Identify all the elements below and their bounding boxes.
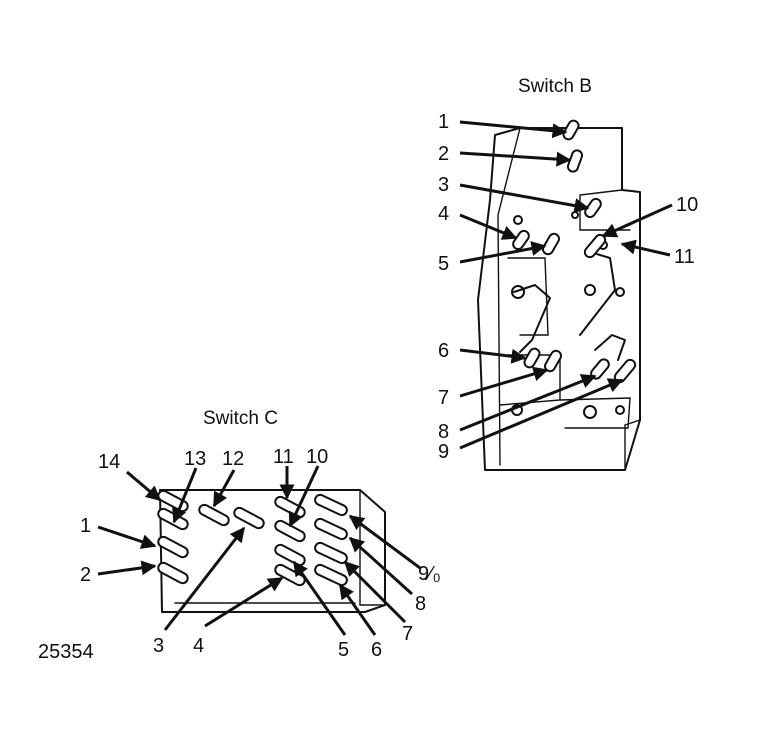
switch-b-labels: 1 2 3 4 5 6 7 8 9 10 11 <box>438 111 698 463</box>
figure-number: 25354 <box>38 641 94 663</box>
switch-c-label-10: 10 <box>306 446 328 468</box>
switch-b-tab-1 <box>562 119 580 141</box>
switch-c-label-7: 7 <box>402 623 413 645</box>
switch-c-label-5: 5 <box>338 639 349 661</box>
switch-c-tab-1 <box>157 535 189 559</box>
switch-c-tab-3 <box>233 506 265 530</box>
switch-c-tab-5 <box>274 543 306 567</box>
switch-c-tab-6 <box>314 563 348 587</box>
switch-c-title: Switch C <box>203 408 278 429</box>
switch-b-tab-6 <box>523 347 541 369</box>
switch-c-tab-4 <box>274 563 306 587</box>
switch-b-label-3: 3 <box>438 174 449 196</box>
switch-c: Switch C <box>80 408 441 661</box>
switch-c-label-11: 11 <box>273 446 294 468</box>
switch-c-label-1: 1 <box>80 515 91 537</box>
switch-c-tab-12 <box>198 503 230 527</box>
switch-b-label-9: 9 <box>438 441 449 463</box>
switch-b-title: Switch B <box>518 76 592 97</box>
switch-b-label-11: 11 <box>674 246 695 268</box>
switch-c-label-13: 13 <box>184 448 206 470</box>
switch-c-tab-9 <box>314 493 348 517</box>
switch-c-label-2: 2 <box>80 564 91 586</box>
switch-c-tab-2 <box>157 561 189 585</box>
switch-b-label-8: 8 <box>438 421 449 443</box>
switch-b-label-1: 1 <box>438 111 449 133</box>
switch-c-label-6: 6 <box>371 639 382 661</box>
switch-c-labels: 14 13 12 11 10 1 2 3 4 5 6 7 8 9⁄₀ <box>80 446 441 661</box>
switch-c-label-9: 9⁄₀ <box>418 563 441 585</box>
switch-c-terminals <box>157 489 348 587</box>
switch-b-label-6: 6 <box>438 340 449 362</box>
switch-b: Switch B <box>438 76 698 471</box>
switch-b-label-10: 10 <box>676 194 698 216</box>
switch-b-label-2: 2 <box>438 143 449 165</box>
switch-b-label-7: 7 <box>438 387 449 409</box>
switch-c-label-4: 4 <box>193 635 204 657</box>
switch-b-tab-5 <box>542 232 560 256</box>
switch-b-label-4: 4 <box>438 203 449 225</box>
switch-b-body <box>477 127 641 471</box>
switch-c-label-14: 14 <box>98 451 120 473</box>
switch-c-tab-7 <box>314 541 348 565</box>
switch-c-tab-8 <box>314 517 348 541</box>
switch-c-label-3: 3 <box>153 635 164 657</box>
switch-b-leaders <box>459 120 673 450</box>
switch-b-tab-9 <box>613 358 637 384</box>
switch-c-leaders <box>97 465 421 636</box>
switch-c-label-12: 12 <box>222 448 244 470</box>
switch-b-label-5: 5 <box>438 253 449 275</box>
switch-c-label-8: 8 <box>415 593 426 615</box>
